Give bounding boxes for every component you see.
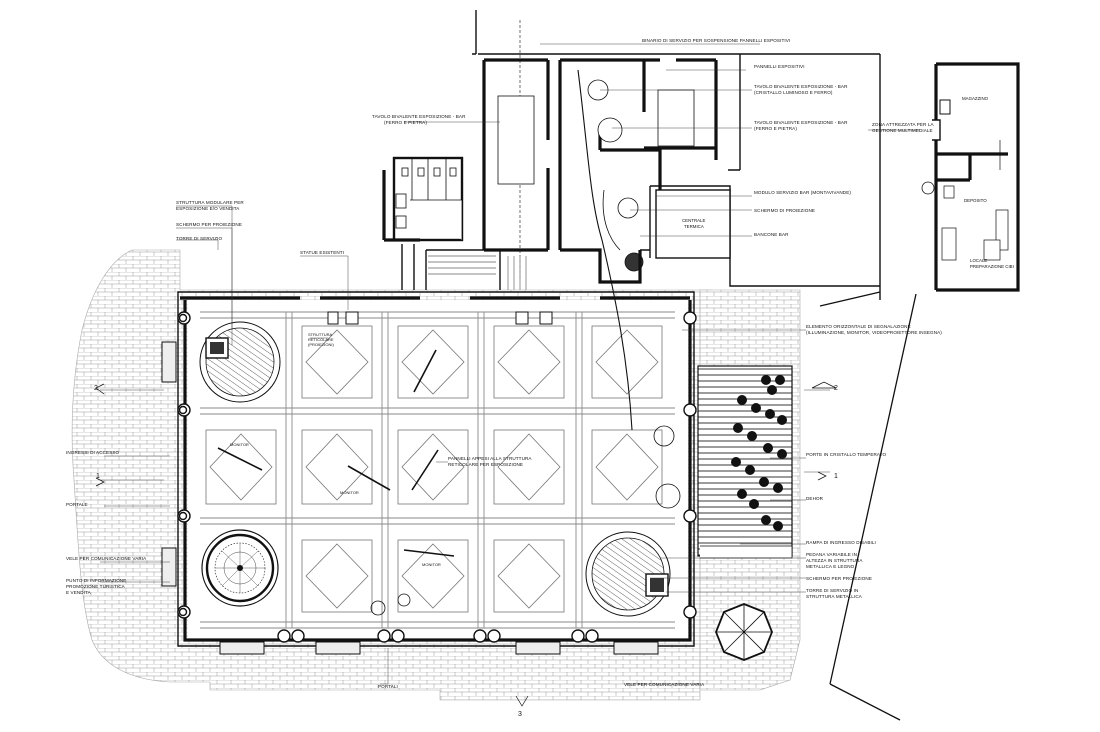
annotations: BINARIO DI SERVIZIO PER SOSPENSIONE PANN… [66,38,1014,718]
label-portali: PORTALI [378,684,398,689]
label-tavolo-pietra-2: (FERRO E PIETRA) [754,126,797,131]
label-reticolare-1: STRUTTURA [308,332,333,337]
label-struttura-2: ESPOSIZIONE E/O VENDITA [176,206,240,211]
label-zona-2: GESTIONE MULTIMEDIALE [872,128,933,133]
label-pedana-3: METALLICA E LEGNO [806,564,855,569]
round-pedestal-right [585,531,671,617]
label-centrale-2: TERMICA [684,224,704,229]
label-elemento-2: (ILLUMINAZIONE, MONITOR, VIDEOPROIETTORE… [806,330,942,335]
label-bancone: BANCONE BAR [754,232,789,237]
label-statue: STATUE ESISTENTI [300,250,344,255]
label-punto-2: PROMOZIONE TURISTICA [66,584,126,589]
bar-tables [497,79,695,251]
label-locale-2: PREPARAZIONE CIBI [970,264,1014,269]
label-modulo: MODULO SERVIZIO BAR (MONTAVIVANDE) [754,190,851,195]
label-torre-right-2: STRUTTURA METALLICA [806,594,863,599]
label-pedana-1: PEDANA VARIABILE IN [806,552,857,557]
label-tavolo-left-1: TAVOLO BIVALENTE ESPOSIZIONE - BAR [372,114,466,119]
section-number-2-right: 2 [834,385,838,392]
round-pedestal-top-left [199,321,281,403]
label-zona-1: ZONA ATTREZZATA PER LA [872,122,935,127]
label-torre-right-1: TORRE DI SERVIZIO IN [806,588,858,593]
label-vele-1: VELE PER COMUNICAZIONE VARIA [66,556,147,561]
label-tavolo-left-2: (FERRO E PIETRA) [384,120,427,125]
main-hall [161,20,697,655]
upper-rooms [382,10,881,307]
label-elemento-1: ELEMENTO ORIZZONTALE DI SEGNALAZIONE [806,324,911,329]
leader-lines [100,43,920,685]
service-block [829,62,1020,721]
section-number-2-left: 2 [94,385,98,392]
label-torre-left: TORRE DI SERVIZIO [176,236,223,241]
columns [177,311,697,643]
label-schermo-left: SCHERMO PER PROIEZIONE [176,222,242,227]
section-number-1-left: 1 [96,473,100,480]
statues [327,311,553,325]
umbrella [715,603,773,661]
section-number-3-bottom: 3 [518,711,522,718]
label-portale: PORTALE [66,502,88,507]
section-markers [95,381,837,707]
section-number-1-right: 1 [834,473,838,480]
label-deposito: DEPOSITO [964,198,987,203]
monitors [217,349,455,557]
spiral-stair [201,529,279,607]
label-pannelli-grid-2: RETICOLARE PER ESPOSIZIONE [448,462,523,467]
benches [161,341,659,655]
label-monitor-b: MONITOR [340,490,359,495]
label-punto-3: E VENDITA [66,590,92,595]
dehor [697,365,793,661]
label-centrale-1: CENTRALE [682,218,705,223]
label-vele-bottom: VELE PER COMUNICAZIONE VARIA [624,682,705,687]
label-pannelli: PANNELLI ESPOSITIVI [754,64,805,69]
label-schermo-right: SCHERMO PER PROIEZIONE [806,576,872,581]
label-monitor-a: MONITOR [230,442,249,447]
label-tavolo-cristallo-1: TAVOLO BIVALENTE ESPOSIZIONE - BAR [754,84,848,89]
label-punto-1: PUNTO DI INFORMAZIONE [66,578,126,583]
label-porte: PORTE IN CRISTALLO TEMPERATO [806,452,887,457]
floor-tiles [205,325,663,613]
label-locale-1: LOCALE [970,258,987,263]
label-monitor-c: MONITOR [422,562,441,567]
label-pedana-2: ALTEZZA IN STRUTTURA [806,558,863,563]
label-dehor: DEHOR [806,496,824,501]
label-binario: BINARIO DI SERVIZIO PER SOSPENSIONE PANN… [642,38,790,43]
label-tavolo-pietra-1: TAVOLO BIVALENTE ESPOSIZIONE - BAR [754,120,848,125]
label-ingressi: INGRESSI DI ACCESSO [66,450,120,455]
label-pannelli-grid-1: PANNELLI APPESI ALLA STRUTTURA [448,456,532,461]
label-reticolare-3: (PROIEZIONI) [308,342,334,347]
label-reticolare-2: RETICOLARE [308,337,334,342]
label-magazzino: MAGAZZINO [962,96,989,101]
label-rampa: RAMPA DI INGRESSO DISABILI [806,540,876,545]
label-tavolo-cristallo-2: (CRISTALLO LUMINOSO E FERRO) [754,90,833,95]
label-struttura-1: STRUTTURA MODULARE PER [176,200,244,205]
label-schermo-top: SCHERMO DI PROIEZIONE [754,208,815,213]
